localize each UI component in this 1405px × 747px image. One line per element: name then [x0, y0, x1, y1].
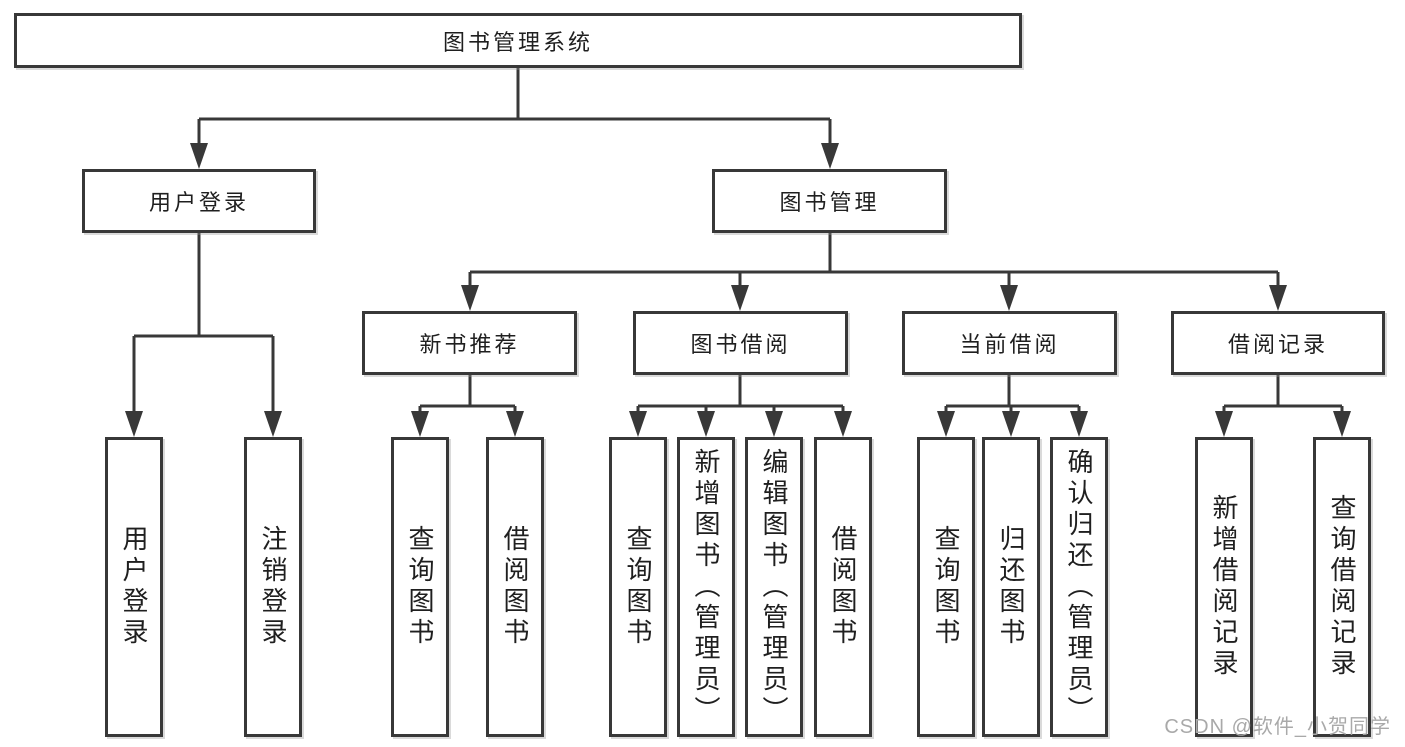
leaf-current-confirm-return-admin: 确认归还（管理员）: [1050, 437, 1108, 737]
leaf-records-query-record-label: 查询借阅记录: [1327, 494, 1357, 680]
leaf-records-query-record: 查询借阅记录: [1313, 437, 1371, 737]
leaf-current-query-books-label: 查询图书: [931, 525, 961, 649]
node-user-login: 用户登录: [82, 169, 316, 233]
leaf-borrowing-borrow-books-label: 借阅图书: [828, 525, 858, 649]
leaf-user-login: 用户登录: [105, 437, 163, 737]
leaf-borrowing-query-books: 查询图书: [609, 437, 667, 737]
leaf-recommend-borrow-books-label: 借阅图书: [500, 525, 530, 649]
node-current-borrowing: 当前借阅: [902, 311, 1117, 375]
leaf-current-confirm-return-admin-label: 确认归还（管理员）: [1064, 447, 1094, 727]
node-borrow-records: 借阅记录: [1171, 311, 1385, 375]
leaf-borrowing-query-books-label: 查询图书: [623, 525, 653, 649]
leaf-logout-label: 注销登录: [258, 525, 288, 649]
leaf-user-login-label: 用户登录: [119, 525, 149, 649]
leaf-borrowing-edit-books-admin: 编辑图书（管理员）: [745, 437, 803, 737]
leaf-borrowing-edit-books-admin-label: 编辑图书（管理员）: [759, 447, 789, 727]
leaf-current-return-books: 归还图书: [982, 437, 1040, 737]
node-book-borrowing: 图书借阅: [633, 311, 848, 375]
leaf-logout: 注销登录: [244, 437, 302, 737]
node-library-system: 图书管理系统: [14, 13, 1022, 68]
leaf-recommend-query-books-label: 查询图书: [405, 525, 435, 649]
leaf-current-return-books-label: 归还图书: [996, 525, 1026, 649]
leaf-recommend-borrow-books: 借阅图书: [486, 437, 544, 737]
leaf-recommend-query-books: 查询图书: [391, 437, 449, 737]
leaf-records-add-record-label: 新增借阅记录: [1209, 494, 1239, 680]
node-user-login-label: 用户登录: [148, 190, 249, 215]
node-current-borrowing-label: 当前借阅: [959, 332, 1060, 357]
watermark-text: CSDN @软件_小贺同学: [1164, 716, 1391, 738]
leaf-current-query-books: 查询图书: [917, 437, 975, 737]
node-book-borrowing-label: 图书借阅: [690, 332, 791, 357]
leaf-borrowing-add-books-admin-label: 新增图书（管理员）: [691, 447, 721, 727]
leaf-borrowing-borrow-books: 借阅图书: [814, 437, 872, 737]
node-book-management: 图书管理: [712, 169, 947, 233]
node-borrow-records-label: 借阅记录: [1227, 332, 1328, 357]
node-library-system-label: 图书管理系统: [442, 29, 593, 55]
node-book-management-label: 图书管理: [779, 190, 880, 215]
leaf-records-add-record: 新增借阅记录: [1195, 437, 1253, 737]
node-new-book-recommend-label: 新书推荐: [419, 332, 520, 357]
leaf-borrowing-add-books-admin: 新增图书（管理员）: [677, 437, 735, 737]
node-new-book-recommend: 新书推荐: [362, 311, 577, 375]
